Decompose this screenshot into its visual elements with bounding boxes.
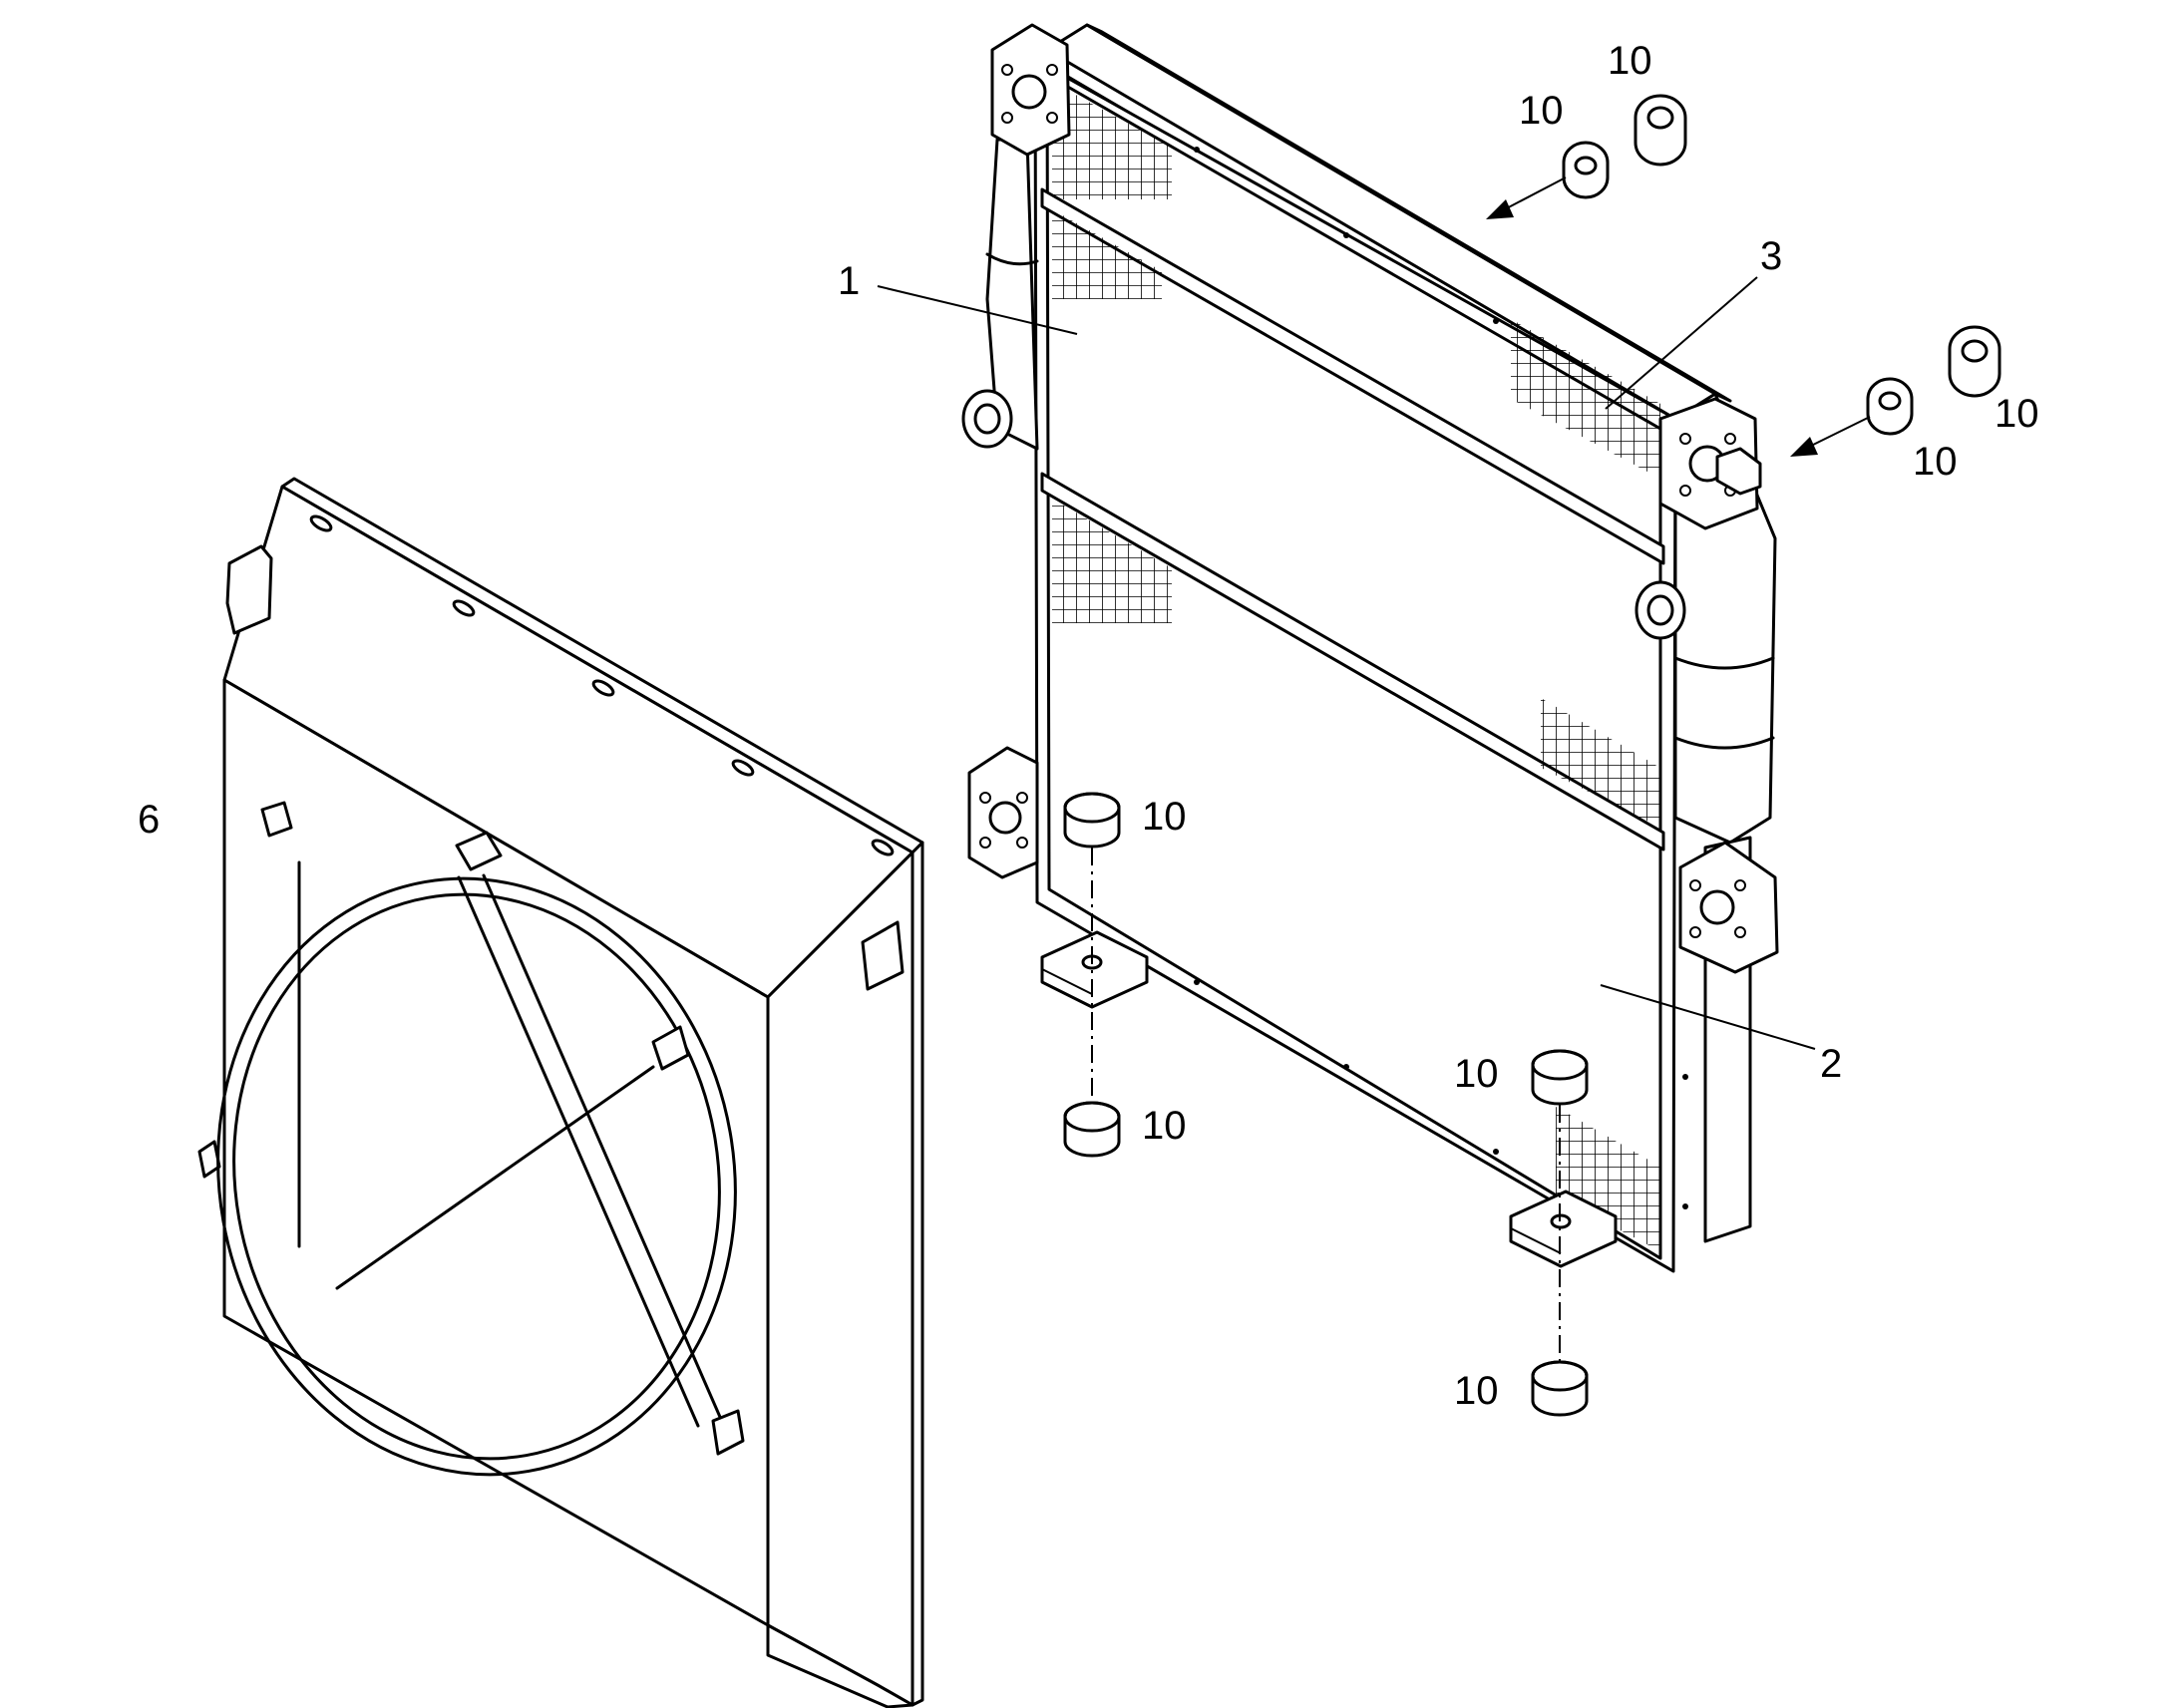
callout-10: 10	[1519, 89, 1564, 133]
radiator-assembly	[961, 23, 1779, 1273]
radiator-fin-mesh	[1052, 499, 1172, 623]
callout-10: 10	[1608, 39, 1652, 83]
radiator-fin-mesh	[1541, 698, 1660, 828]
radiator-mount-foot	[1040, 930, 1149, 1009]
callout-3: 3	[1760, 234, 1782, 278]
callout-10: 10	[1142, 795, 1187, 839]
rubber-grommet	[1866, 377, 1914, 436]
rubber-grommet	[1634, 94, 1687, 167]
shroud-tab	[225, 544, 273, 635]
radiator-top-rail-edge	[1085, 23, 1732, 403]
callout-6: 6	[138, 798, 160, 842]
radiator-fin-mesh	[1052, 209, 1162, 299]
shroud-bottom-lip	[766, 1623, 914, 1708]
assembly-arrow	[1486, 176, 1567, 219]
radiator-fin-mesh	[1052, 82, 1172, 199]
shroud-tab	[861, 920, 905, 991]
leader-line	[1600, 984, 1816, 1050]
callout-1: 1	[838, 259, 860, 303]
radiator-divider-lower	[1040, 472, 1665, 852]
shroud-tab	[197, 1140, 221, 1179]
rubber-grommet	[1063, 1101, 1121, 1158]
fan-ring-clip	[260, 801, 745, 1456]
shroud-inner-strut	[457, 875, 700, 1428]
fan-shroud	[197, 477, 924, 1708]
shroud-slot	[309, 514, 895, 856]
callout-10: 10	[1142, 1104, 1187, 1148]
rivets	[1194, 147, 1688, 1209]
callout-10: 10	[1454, 1052, 1499, 1096]
rubber-grommet	[1531, 1049, 1589, 1106]
rubber-grommet	[1562, 141, 1610, 199]
rubber-grommet	[1948, 325, 2001, 398]
rubber-grommet	[1531, 1360, 1589, 1417]
radiator-mount-block	[990, 23, 1071, 157]
fan-ring	[216, 876, 737, 1477]
shroud-right-face	[766, 851, 914, 1707]
callout-10: 10	[1995, 392, 2039, 436]
hose-outlet	[961, 389, 1013, 449]
callout-2: 2	[1820, 1042, 1842, 1086]
radiator-mount-block	[1678, 841, 1779, 974]
radiator-fin-mesh	[1556, 1107, 1660, 1251]
radiator-mount-block	[967, 746, 1039, 879]
leader-line	[877, 285, 1078, 335]
leader-line	[1605, 276, 1758, 410]
radiator-mount-foot	[1509, 1190, 1618, 1268]
assembly-arrow	[1790, 416, 1871, 457]
callout-10: 10	[1454, 1369, 1499, 1413]
hose-outlet	[1635, 580, 1686, 640]
radiator-fin-mesh	[1511, 319, 1660, 479]
rubber-grommet	[1063, 792, 1121, 849]
callout-10: 10	[1913, 440, 1958, 484]
shroud-inner-strut	[335, 1065, 655, 1290]
radiator-divider-upper	[1040, 187, 1665, 565]
hex-nut	[1715, 447, 1762, 496]
